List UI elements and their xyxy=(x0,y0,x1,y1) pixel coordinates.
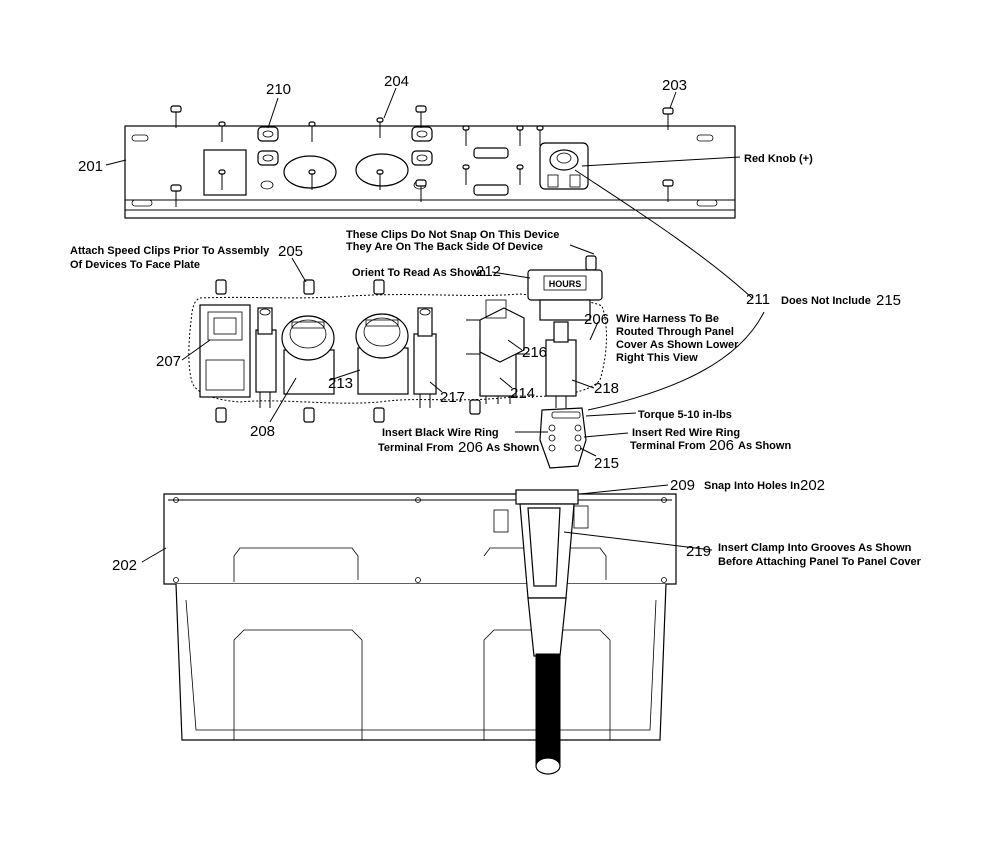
note-harness-line1: Wire Harness To Be xyxy=(616,313,719,325)
breaker-208 xyxy=(255,307,277,408)
speed-clip xyxy=(303,407,315,423)
face-plate xyxy=(124,125,736,219)
callout-217: 217 xyxy=(440,389,465,406)
callout-212: 212 xyxy=(476,263,501,280)
note-black-line2: Terminal From xyxy=(378,442,454,454)
note-black-line3: As Shown xyxy=(486,442,539,454)
speed-clip xyxy=(303,279,315,295)
panel-cover xyxy=(163,493,677,741)
note-harness-line2: Routed Through Panel xyxy=(616,326,734,338)
callout-206-black: 206 xyxy=(458,439,483,456)
callout-216: 216 xyxy=(522,344,547,361)
note-red-knob: Red Knob (+) xyxy=(744,153,813,165)
wire-harness xyxy=(527,597,567,775)
breaker-217 xyxy=(413,307,437,408)
note-orient: Orient To Read As Shown xyxy=(352,267,486,279)
face-plate-screws xyxy=(170,105,674,207)
note-red-line3: As Shown xyxy=(738,440,791,452)
callout-201: 201 xyxy=(78,158,103,175)
note-clamp-line2: Before Attaching Panel To Panel Cover xyxy=(718,556,922,568)
speed-clip xyxy=(215,279,227,295)
callout-202: 202 xyxy=(112,557,137,574)
note-clips-line1: These Clips Do Not Snap On This Device xyxy=(346,229,559,241)
callout-219: 219 xyxy=(686,543,711,560)
receptacle-1 xyxy=(281,315,335,395)
note-snap: Snap Into Holes In xyxy=(704,480,800,492)
callout-204: 204 xyxy=(384,73,409,90)
callout-213: 213 xyxy=(328,375,353,392)
callout-211: 211 xyxy=(746,291,770,308)
hour-meter-212: HOURS xyxy=(527,269,603,321)
terminal-block-215 xyxy=(539,407,587,469)
callout-206-red: 206 xyxy=(709,437,734,454)
callout-215: 215 xyxy=(594,455,619,472)
breaker-218 xyxy=(545,321,577,408)
clamp-219 xyxy=(493,489,589,599)
note-harness-line3: Cover As Shown Lower xyxy=(616,339,739,351)
note-torque: Torque 5-10 in-lbs xyxy=(638,409,732,421)
speed-clip xyxy=(373,279,385,295)
speed-clip xyxy=(373,407,385,423)
device-group: HOURS xyxy=(188,255,607,423)
callout-210: 210 xyxy=(266,81,291,98)
callout-203: 203 xyxy=(662,77,687,94)
note-clamp-line1: Insert Clamp Into Grooves As Shown xyxy=(718,542,912,554)
callouts: 201 210 204 203 205 212 211 206 207 216 … xyxy=(78,73,770,574)
callout-218: 218 xyxy=(594,380,619,397)
speed-clip xyxy=(585,255,597,271)
callout-208: 208 xyxy=(250,423,275,440)
note-harness-line4: Right This View xyxy=(616,352,698,364)
leader-lines xyxy=(105,87,765,563)
notes: Red Knob (+) These Clips Do Not Snap On … xyxy=(70,153,922,568)
note-clips-line2: They Are On The Back Side Of Device xyxy=(346,241,543,253)
note-black-line1: Insert Black Wire Ring xyxy=(382,427,499,439)
callout-209: 209 xyxy=(670,477,695,494)
speed-clip xyxy=(469,399,481,415)
note-red-line2: Terminal From xyxy=(630,440,706,452)
callout-205: 205 xyxy=(278,243,303,260)
callout-215-ref: 215 xyxy=(876,292,901,309)
callout-207: 207 xyxy=(156,353,181,370)
note-red-line1: Insert Red Wire Ring xyxy=(632,427,740,439)
callout-214: 214 xyxy=(510,385,535,402)
note-does-not-include: Does Not Include xyxy=(781,295,871,307)
note-speed-line2: Of Devices To Face Plate xyxy=(70,259,200,271)
speed-clip xyxy=(215,407,227,423)
callout-206: 206 xyxy=(584,311,609,328)
note-speed-line1: Attach Speed Clips Prior To Assembly xyxy=(70,245,270,257)
callout-202-ref: 202 xyxy=(800,477,825,494)
receptacle-213 xyxy=(355,313,409,395)
switch-207 xyxy=(199,304,251,398)
hours-label: HOURS xyxy=(549,279,582,289)
